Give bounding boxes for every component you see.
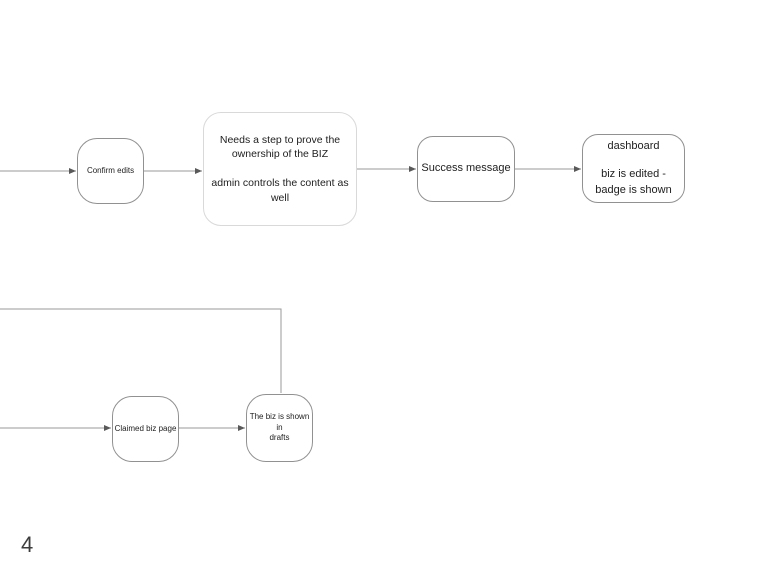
node-claimed-biz-page[interactable]: Claimed biz page xyxy=(112,396,179,462)
node-ownership-note-paragraph-2: admin controls the content as well xyxy=(211,177,349,204)
node-claimed-biz-page-label: Claimed biz page xyxy=(114,423,177,433)
node-ownership-note-paragraph-1: Needs a step to prove the ownership of t… xyxy=(219,133,341,161)
node-dashboard[interactable]: dashboard biz is edited - badge is shown xyxy=(582,134,685,203)
node-dashboard-title: dashboard xyxy=(607,139,660,152)
node-biz-in-drafts[interactable]: The biz is shown in drafts xyxy=(246,394,313,462)
node-success-message-label: Success message xyxy=(421,162,511,175)
node-success-message[interactable]: Success message xyxy=(417,136,515,202)
node-ownership-note[interactable]: Needs a step to prove the ownership of t… xyxy=(203,112,357,226)
connector-elbow-into-biz-in-drafts xyxy=(0,308,282,393)
node-biz-in-drafts-label-line-1: The biz is shown in xyxy=(249,411,310,432)
page-number: 4 xyxy=(21,532,34,557)
node-confirm-edits[interactable]: Confirm edits xyxy=(77,138,144,204)
node-biz-in-drafts-label-line-2: drafts xyxy=(269,433,290,443)
node-confirm-edits-label: Confirm edits xyxy=(86,165,135,175)
node-dashboard-detail: biz is edited - badge is shown xyxy=(595,168,672,196)
